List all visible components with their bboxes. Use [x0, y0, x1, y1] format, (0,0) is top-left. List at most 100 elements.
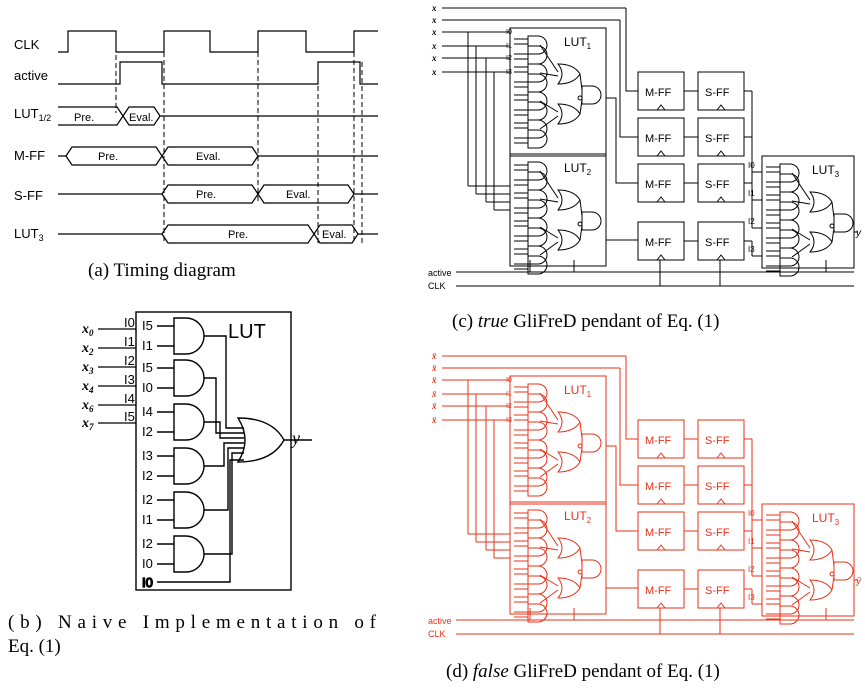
naive-input-x3: x3 — [81, 360, 94, 376]
inverter-bubble-icon — [577, 443, 583, 449]
and-gate-icon — [527, 245, 548, 265]
and-gate-icon — [527, 421, 548, 441]
or-gate-icon — [556, 411, 581, 433]
sff-label: S-FF — [705, 237, 730, 249]
lut-internal — [539, 574, 559, 587]
lut3-pin: I1 — [748, 189, 755, 198]
lut2-box — [509, 501, 607, 615]
and-gate-icon — [527, 255, 548, 275]
input-label-0: x — [431, 3, 437, 13]
timing-dashed-lines — [115, 31, 363, 243]
lut1-pin: I0 — [506, 29, 512, 36]
lut3-pin: I0 — [748, 161, 755, 170]
and-gate-icon — [527, 227, 548, 247]
svg-text:LUT1/2: LUT1/2 — [14, 106, 51, 123]
caption-c-italic: true — [478, 311, 509, 332]
input-label-1: x̄ — [431, 363, 437, 373]
svg-text:(d) false GliFreD pendant of E: (d) false GliFreD pendant of Eq. (1) — [446, 661, 720, 682]
mff-pre: Pre. — [98, 151, 118, 163]
naive-gate-in-b: I1 — [142, 338, 153, 353]
lut-internal — [791, 548, 811, 553]
lut-internal — [539, 241, 559, 256]
lut3-box — [761, 503, 855, 617]
naive-pin-I3: I3 — [124, 372, 135, 387]
naive-gate-in-a: I4 — [142, 404, 153, 419]
lut-internal — [539, 44, 559, 73]
naive-input-x7: x7 — [81, 416, 94, 432]
and-gate-icon — [527, 449, 548, 469]
clock-triangle-icon — [716, 150, 726, 157]
and-gate-icon — [581, 433, 602, 453]
sff-label: S-FF — [705, 133, 730, 145]
lut-internal — [791, 576, 811, 589]
lut-internal — [539, 589, 559, 604]
naive-pin-I2: I2 — [124, 353, 135, 368]
lut1-box-title: LUT1 — [564, 383, 592, 399]
lut12-label: LUT — [14, 106, 39, 121]
lut3-sub: 3 — [39, 233, 44, 243]
lut3-box-title: LUT3 — [812, 163, 840, 179]
or-gate-icon — [808, 191, 833, 213]
and-gate-icon — [527, 477, 548, 497]
inverter-bubble-icon — [577, 221, 583, 227]
caption-c-prefix: (c) — [452, 311, 478, 332]
naive-extra-wire — [157, 459, 244, 583]
naive-pin-I4: I4 — [124, 391, 135, 406]
and-gate-icon — [527, 411, 548, 431]
lut1-pin: I1 — [506, 391, 512, 398]
input-label-3: x — [431, 41, 437, 51]
and-gate-icon — [779, 577, 800, 597]
lut1-to-mff — [606, 445, 638, 532]
clk-waveform — [58, 30, 378, 53]
clock-triangle-icon — [716, 104, 726, 111]
clock-triangle-icon — [716, 602, 726, 609]
output-label: y — [855, 228, 862, 239]
and-gate-icon — [173, 491, 205, 529]
lut3-pin: I3 — [748, 245, 755, 254]
active-label: active — [428, 268, 452, 278]
and-gate-icon — [527, 35, 548, 55]
sff-eval: Eval. — [286, 189, 310, 201]
naive-pin-I5: I5 — [124, 409, 135, 424]
sff-label: S-FF — [705, 527, 730, 539]
lut-internal — [579, 99, 583, 115]
lut-internal — [539, 546, 559, 551]
lut12-sub: 1/2 — [39, 113, 52, 123]
naive-gate-in-b: I0 — [142, 380, 153, 395]
naive-pin-I1: I1 — [124, 334, 135, 349]
lut-internal — [831, 227, 835, 243]
naive-pin-I0: I0 — [124, 315, 135, 330]
x-to-mff — [625, 8, 638, 92]
lut1-box-title: LUT1 — [564, 35, 592, 51]
and-gate-icon — [527, 63, 548, 83]
lut-internal — [791, 172, 811, 201]
active-label: active — [428, 616, 452, 626]
lut-internal — [539, 100, 559, 113]
and-gate-icon — [527, 129, 548, 149]
lut12-bus — [58, 106, 378, 126]
lut1-pin: I3 — [506, 69, 512, 76]
active-label: active — [14, 68, 48, 83]
mff-eval: Eval. — [196, 151, 220, 163]
lut-internal — [539, 170, 559, 199]
naive-gate-output-wire — [204, 452, 244, 555]
lut3-pin: I3 — [748, 593, 755, 602]
clk-label: CLK — [428, 629, 446, 639]
mff-label: M-FF — [14, 148, 45, 163]
lut-internal — [831, 549, 835, 567]
or-gate-icon — [808, 539, 833, 561]
clock-triangle-icon — [656, 254, 666, 261]
and-gate-icon — [173, 535, 205, 573]
naive-gate-output-wire — [204, 447, 244, 511]
and-gate-icon — [779, 173, 800, 193]
caption-b-line2: Eq. (1) — [8, 636, 61, 657]
lut3-bus — [58, 224, 378, 244]
input-label-4: x̄ — [431, 401, 437, 411]
lut-internal — [579, 73, 583, 91]
lut-internal — [579, 225, 583, 241]
and-gate-icon — [527, 439, 548, 459]
and-gate-icon — [527, 189, 548, 209]
